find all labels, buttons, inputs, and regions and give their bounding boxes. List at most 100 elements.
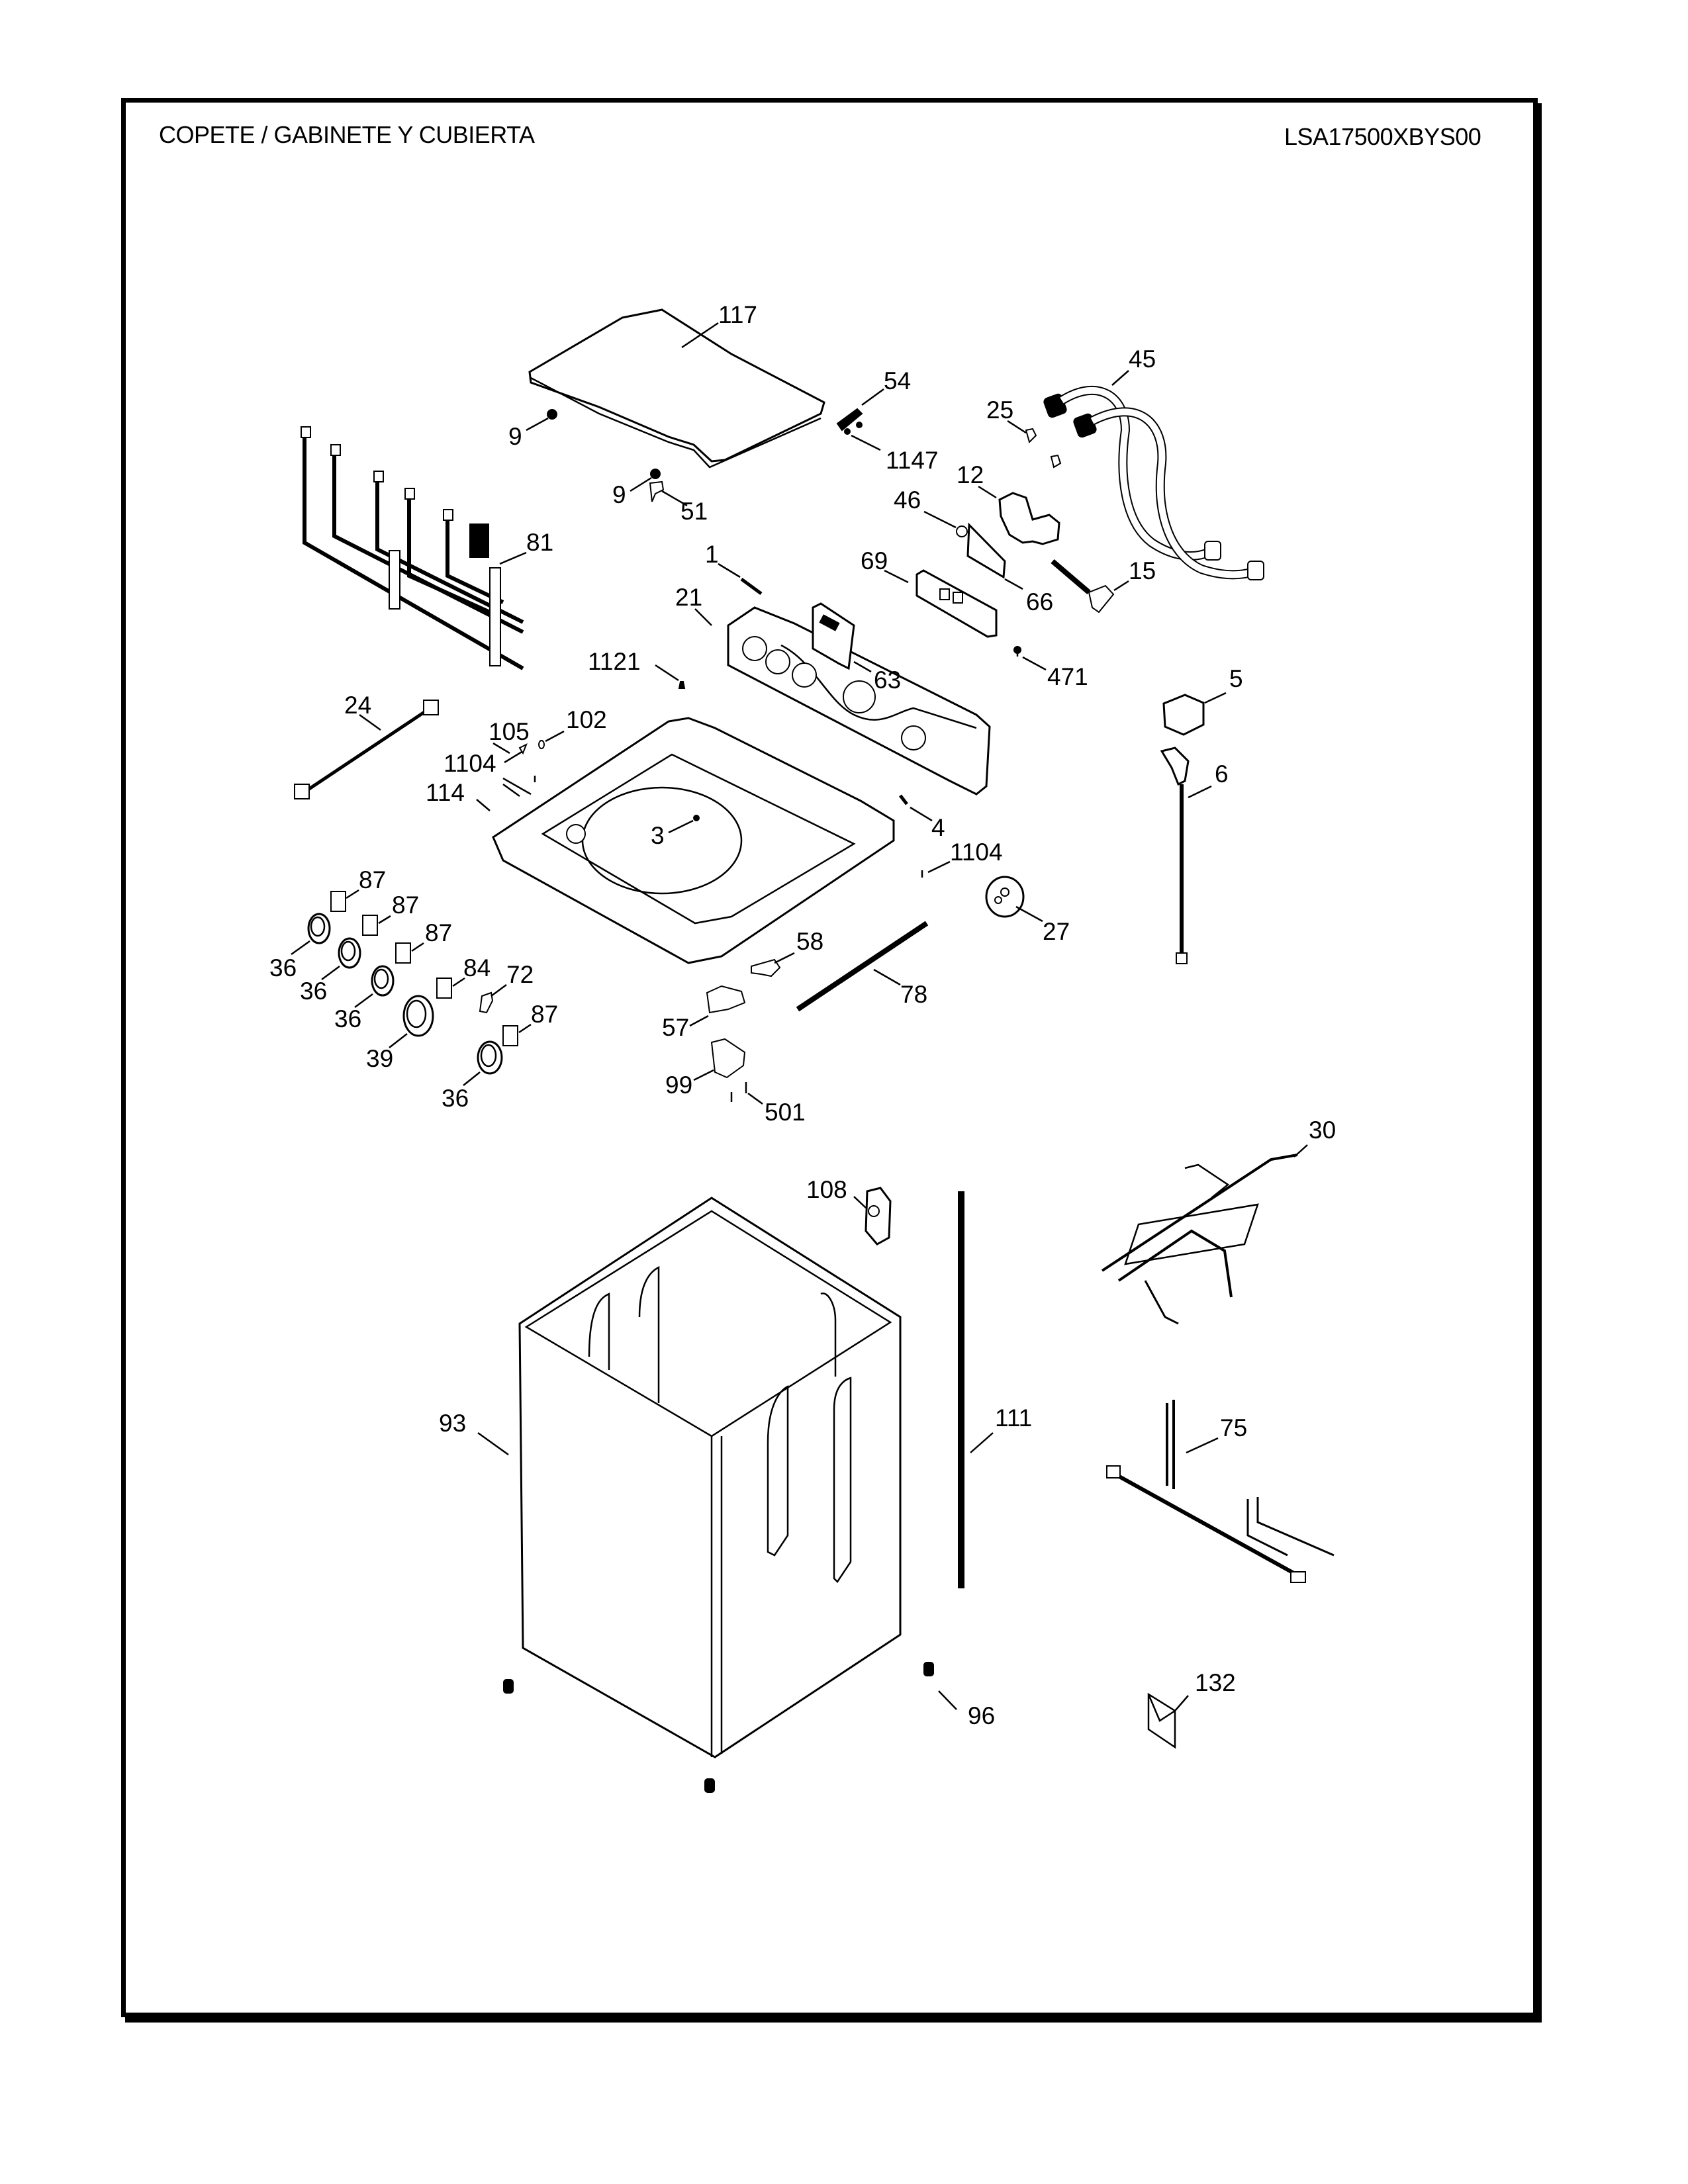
part-36-knob[interactable]: 36 — [300, 937, 361, 1005]
label-78: 78 — [900, 981, 927, 1008]
part-1104-screw[interactable]: 1104 — [444, 750, 536, 797]
label-99: 99 — [665, 1071, 692, 1099]
label-84: 84 — [463, 954, 491, 981]
label-1: 1 — [705, 541, 719, 568]
part-87-selector-switch[interactable]: 87 — [395, 919, 452, 964]
part-117-lid[interactable]: 117 — [528, 301, 825, 469]
part-9-bumper[interactable]: 9 — [508, 409, 557, 450]
part-25-clip[interactable]: 25 — [986, 396, 1062, 469]
label-63: 63 — [874, 666, 901, 694]
label-39: 39 — [366, 1045, 393, 1072]
part-108-drain-bracket[interactable]: 108 — [806, 1176, 892, 1246]
label-69: 69 — [861, 547, 888, 574]
part-15-valve-hose[interactable]: 15 — [1051, 557, 1156, 614]
label-5: 5 — [1229, 665, 1243, 692]
label-51: 51 — [680, 498, 708, 525]
label-1121: 1121 — [588, 648, 641, 675]
part-69-control-board[interactable]: 69 — [861, 547, 998, 638]
part-93-cabinet[interactable]: 93 — [439, 1197, 902, 1758]
label-36: 36 — [334, 1005, 361, 1032]
label-6: 6 — [1215, 760, 1229, 788]
label-3: 3 — [651, 822, 665, 849]
diagram-frame — [121, 98, 1538, 2017]
part-105-spring-clip[interactable]: 105 — [489, 718, 530, 764]
part-4-clamp[interactable]: 4 — [899, 794, 945, 841]
part-66-bracket[interactable]: 66 — [966, 522, 1053, 615]
part-75-motor-harness[interactable]: 75 — [1106, 1400, 1335, 1583]
part-96-leveling-leg[interactable]: 96 — [503, 1662, 995, 1793]
part-27-pressure-switch[interactable]: 27 — [985, 876, 1070, 945]
label-87: 87 — [531, 1001, 558, 1028]
part-81-wire-harness[interactable]: 81 — [301, 426, 553, 670]
label-471: 471 — [1047, 663, 1088, 690]
label-24: 24 — [344, 692, 371, 719]
label-58: 58 — [796, 928, 823, 955]
part-102-washer[interactable]: 102 — [538, 706, 607, 749]
label-1104: 1104 — [950, 839, 1003, 866]
part-501-screw[interactable]: 501 — [730, 1082, 806, 1126]
part-57-switch-cover[interactable]: 57 — [662, 985, 746, 1041]
part-132-label[interactable]: 132 — [1147, 1669, 1236, 1749]
part-72-switch-bracket[interactable]: 72 — [479, 961, 534, 1014]
part-471-screw[interactable]: 471 — [1013, 646, 1088, 690]
part-58-lid-switch[interactable]: 58 — [751, 928, 823, 978]
label-1147: 1147 — [886, 447, 939, 474]
label-105: 105 — [489, 718, 530, 745]
part-45-inlet-hoses[interactable]: 45 — [1043, 345, 1264, 580]
part-6-power-cord[interactable]: 6 — [1160, 747, 1229, 964]
part-3-screw[interactable]: 3 — [651, 815, 700, 849]
diagram-title: COPETE / GABINETE Y CUBIERTA — [159, 121, 535, 148]
part-21-control-panel[interactable]: 21 — [675, 584, 991, 796]
part-87-selector-switch[interactable]: 87 — [362, 891, 419, 936]
part-9-bumper[interactable]: 9 — [612, 469, 661, 508]
label-25: 25 — [986, 396, 1013, 424]
label-96: 96 — [968, 1702, 995, 1729]
label-111: 111 — [995, 1404, 1032, 1432]
part-36-knob[interactable]: 36 — [269, 913, 331, 981]
label-36: 36 — [300, 978, 327, 1005]
label-87: 87 — [392, 891, 419, 919]
part-111-drain-hose[interactable]: 111 — [958, 1191, 1032, 1588]
part-36-knob[interactable]: 36 — [334, 965, 395, 1032]
label-114: 114 — [426, 779, 465, 806]
label-66: 66 — [1026, 588, 1053, 615]
label-54: 54 — [884, 367, 911, 394]
label-36: 36 — [269, 954, 297, 981]
label-93: 93 — [439, 1410, 466, 1437]
label-102: 102 — [566, 706, 607, 733]
part-54-hinge[interactable]: 54 — [836, 367, 911, 432]
part-24-harness-cable[interactable]: 24 — [294, 692, 439, 799]
label-12: 12 — [957, 461, 984, 488]
label-108: 108 — [806, 1176, 847, 1203]
part-46-nut[interactable]: 46 — [894, 486, 968, 537]
part-87-selector-switch[interactable]: 87 — [330, 866, 386, 912]
part-1-logo-badge[interactable]: 1 — [705, 541, 763, 596]
part-51-strike[interactable]: 51 — [649, 480, 708, 525]
part-99-lid-lock[interactable]: 99 — [665, 1038, 746, 1099]
part-1104-screw[interactable]: 1104 — [921, 839, 1003, 878]
part-30-main-harness[interactable]: 30 — [1101, 1116, 1336, 1325]
label-15: 15 — [1129, 557, 1156, 584]
label-501: 501 — [765, 1099, 806, 1126]
label-117: 117 — [718, 301, 757, 328]
label-46: 46 — [894, 486, 921, 514]
label-57: 57 — [662, 1014, 689, 1041]
part-78-pressure-tube[interactable]: 78 — [796, 921, 929, 1012]
label-4: 4 — [931, 814, 945, 841]
part-39-timer-knob[interactable]: 39 — [366, 995, 434, 1072]
part-1147-screw[interactable]: 1147 — [844, 422, 939, 474]
part-87-selector-switch[interactable]: 87 — [502, 1001, 558, 1046]
part-63-display-module[interactable]: 63 — [812, 602, 901, 694]
part-84-timer-switch[interactable]: 84 — [436, 954, 491, 999]
part-114-top-cover[interactable]: 114 — [426, 717, 895, 964]
label-1104: 1104 — [444, 750, 496, 777]
part-1121-screw[interactable]: 1121 — [588, 648, 686, 689]
part-12-water-valve[interactable]: 12 — [957, 461, 1060, 545]
label-36: 36 — [442, 1085, 469, 1112]
label-87: 87 — [359, 866, 386, 893]
label-30: 30 — [1309, 1116, 1336, 1144]
label-87: 87 — [425, 919, 452, 946]
part-36-knob[interactable]: 36 — [442, 1040, 503, 1112]
part-5-relay[interactable]: 5 — [1162, 665, 1243, 736]
